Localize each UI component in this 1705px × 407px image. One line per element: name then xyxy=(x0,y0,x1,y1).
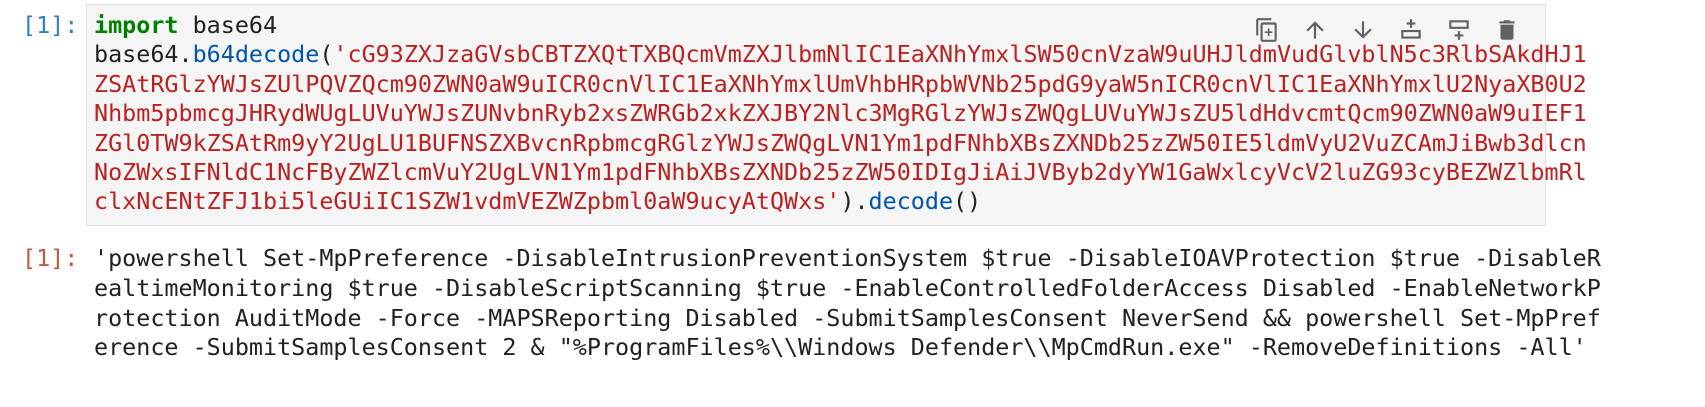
move-down-button[interactable] xyxy=(1339,13,1387,47)
output-line-2: ealtimeMonitoring $true -DisableScriptSc… xyxy=(94,273,1601,302)
output-prompt: [1]: xyxy=(22,244,79,272)
move-up-button[interactable] xyxy=(1291,13,1339,47)
string-line-5: NoZWxsIFNldC1NcFByZWZlcmVuY2UgLVN1Ym1pdF… xyxy=(94,158,1587,187)
open-paren: ( xyxy=(319,40,334,69)
insert-above-icon xyxy=(1401,19,1421,39)
delete-cell-button[interactable] xyxy=(1483,13,1531,47)
code-text[interactable]: import base64 base64.b64decode('cG93ZXJz… xyxy=(94,11,1587,217)
string-line-1: 'cG93ZXJzaGVsbCBTZXQtTXBQcmVmZXJlbmNlIC1… xyxy=(333,40,1587,69)
insert-below-icon xyxy=(1449,20,1469,40)
input-prompt: [1]: xyxy=(22,11,79,39)
duplicate-icon xyxy=(1256,18,1277,42)
function-name: b64decode xyxy=(192,40,320,69)
method-parens: () xyxy=(953,187,982,216)
module-prefix: base64. xyxy=(94,40,193,69)
method-name: decode xyxy=(868,187,954,216)
string-line-4: ZGl0TW9kZSAtRm9yY2UgLU1BUFNSZXBvcnRpbmcg… xyxy=(94,128,1587,157)
duplicate-cell-button[interactable] xyxy=(1243,13,1291,47)
string-line-3: Nhbm5pbmcgJHRydWUgLUVuYWJsZUNvbnRyb2xsZW… xyxy=(94,99,1587,128)
cell-toolbar xyxy=(1243,13,1531,47)
output-line-1: 'powershell Set-MpPreference -DisableInt… xyxy=(94,244,1601,272)
output-line-4: erence -SubmitSamplesConsent 2 & "%Progr… xyxy=(94,333,1587,362)
output-text: 'powershell Set-MpPreference -DisableInt… xyxy=(94,244,1601,363)
insert-below-button[interactable] xyxy=(1435,13,1483,47)
insert-above-button[interactable] xyxy=(1387,13,1435,47)
output-line-3: rotection AuditMode -Force -MAPSReportin… xyxy=(94,303,1601,332)
string-line-2: ZSAtRGlzYWJsZUlPQVZQcm90ZWN0aW9uICR0cnVl… xyxy=(94,69,1587,98)
arrow-down-icon xyxy=(1354,21,1372,39)
keyword-import: import xyxy=(94,11,179,39)
trash-icon xyxy=(1499,20,1515,40)
string-line-6: clxNcENtZFJ1bi5leGUiIC1SZW1vdmVEZWZpbml0… xyxy=(94,187,841,216)
arrow-up-icon xyxy=(1306,21,1324,39)
import-module: base64 xyxy=(178,11,278,39)
code-editor[interactable]: import base64 base64.b64decode('cG93ZXJz… xyxy=(86,4,1587,226)
close-paren: ). xyxy=(840,187,869,216)
